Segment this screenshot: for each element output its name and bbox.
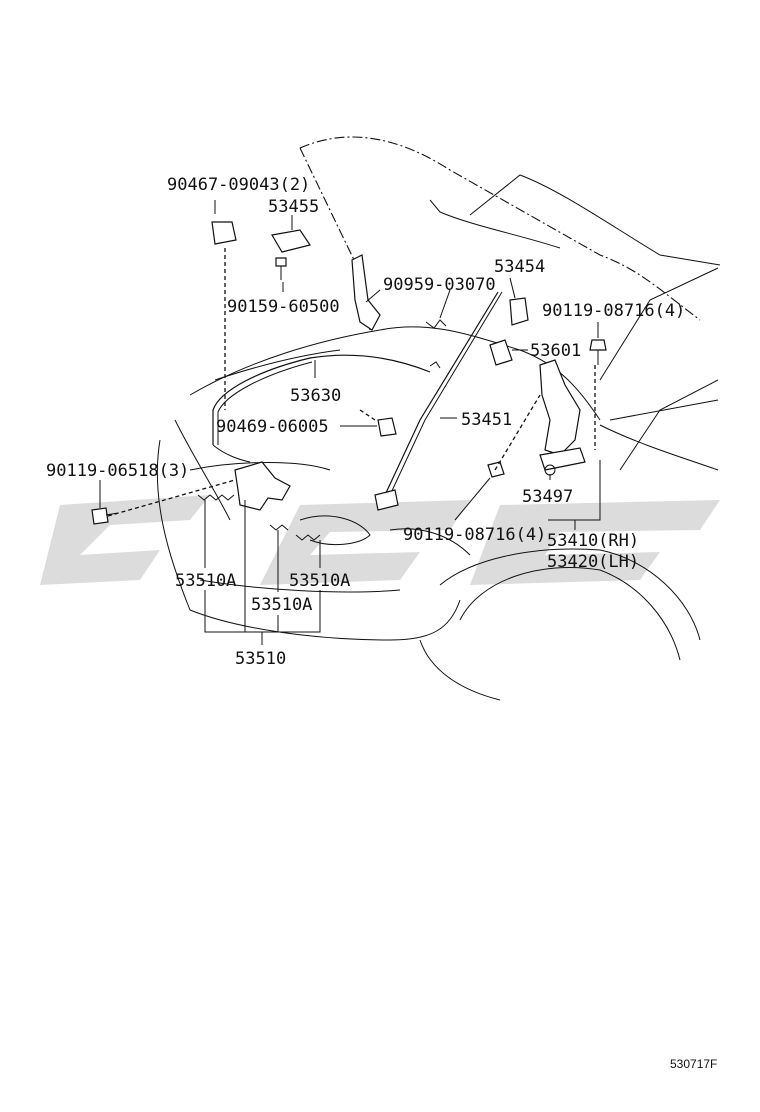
watermark-logo — [40, 495, 720, 585]
label-53497: 53497 — [522, 487, 573, 507]
label-90159: 90159-60500 — [227, 297, 340, 317]
bolt-90159-icon — [275, 257, 287, 280]
bolt-90119-top-icon — [589, 339, 607, 365]
part-90467-clip — [211, 221, 237, 245]
label-53454: 53454 — [494, 257, 545, 277]
hinge-base — [539, 447, 586, 471]
hood-components — [211, 221, 586, 511]
part-labels: 90467-09043(2) 53455 90159-60500 90959-0… — [46, 175, 685, 669]
vehicle-body-outline — [156, 136, 721, 701]
bolt-90119-06518-icon — [91, 507, 119, 525]
figure-code: 530717F — [670, 1057, 717, 1071]
label-53510A-left: 53510A — [175, 571, 236, 591]
label-90467: 90467-09043(2) — [167, 175, 310, 195]
latch-assembly — [234, 461, 291, 511]
label-53410: 53410(RH) — [547, 531, 639, 551]
label-90119-top: 90119-08716(4) — [542, 301, 685, 321]
spring-right-icon — [295, 534, 321, 541]
label-53510: 53510 — [235, 649, 286, 669]
part-90469-clamp — [377, 417, 397, 437]
label-53420: 53420(LH) — [547, 552, 639, 572]
label-53601: 53601 — [530, 341, 581, 361]
label-90469: 90469-06005 — [216, 417, 329, 437]
right-hinge — [539, 359, 581, 456]
hood-support-rod — [384, 291, 499, 496]
rod-end — [374, 489, 399, 511]
label-90119-bottom: 90119-08716(4) — [403, 525, 546, 545]
label-53630: 53630 — [290, 386, 341, 406]
label-53510A-right: 53510A — [289, 571, 350, 591]
leader-lines — [99, 200, 601, 645]
part-53455-pad — [271, 229, 311, 253]
label-90119-06518: 90119-06518(3) — [46, 461, 189, 481]
release-cable — [212, 354, 431, 445]
label-53451: 53451 — [461, 410, 512, 430]
part-53454-clip — [509, 297, 529, 326]
label-53510A-mid: 53510A — [251, 595, 312, 615]
spring-left-icon — [197, 494, 235, 501]
label-90959: 90959-03070 — [383, 275, 496, 295]
pin-90959-icon — [425, 319, 447, 329]
left-hinge — [351, 254, 381, 331]
part-53601-bracket — [489, 339, 513, 366]
label-53455: 53455 — [268, 197, 319, 217]
